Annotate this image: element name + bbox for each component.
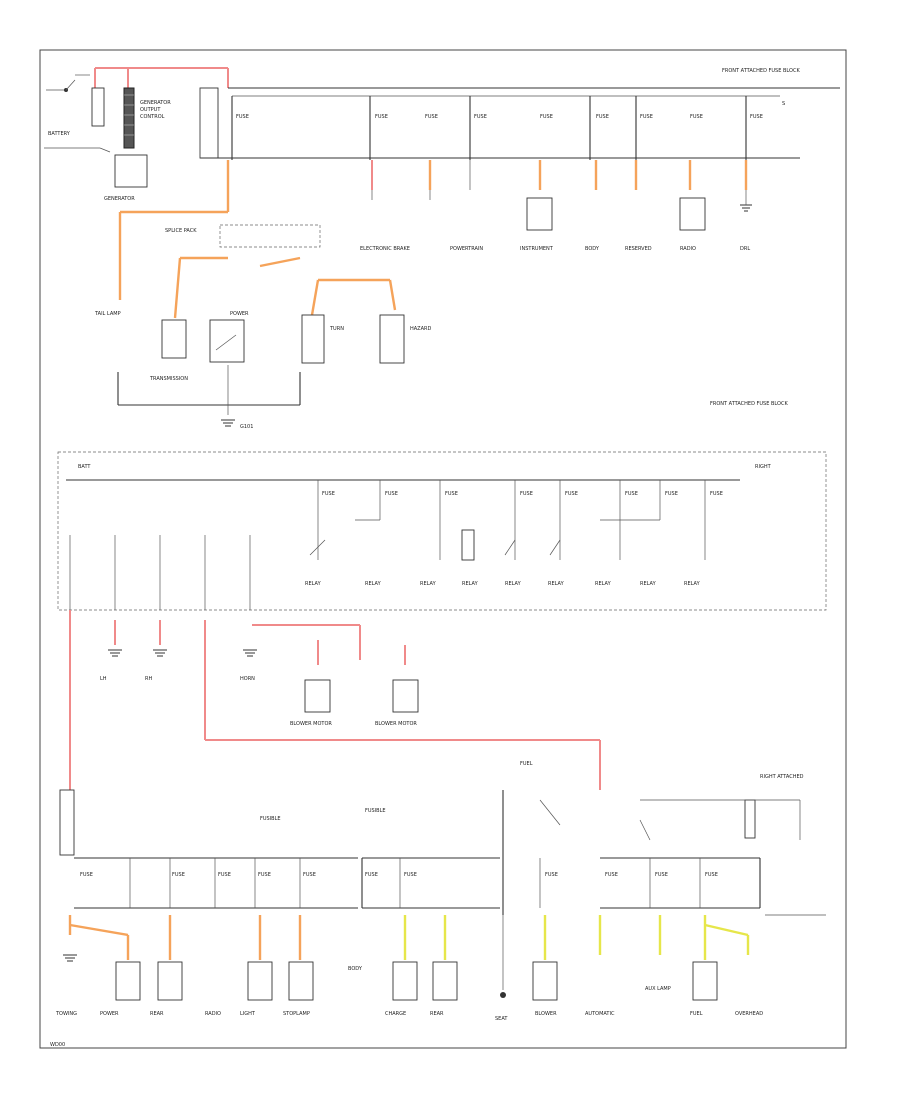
svg-text:HAZARD: HAZARD xyxy=(410,326,432,332)
svg-text:TURN: TURN xyxy=(329,326,344,332)
svg-text:FUSE: FUSE xyxy=(385,491,398,497)
footer-code: WD00 xyxy=(50,1042,65,1048)
svg-text:RADIO: RADIO xyxy=(680,246,696,252)
svg-text:FUSE: FUSE xyxy=(80,872,93,878)
svg-text:FUSE: FUSE xyxy=(172,872,185,878)
svg-text:CONTROL: CONTROL xyxy=(140,114,165,120)
upper-left-distribution: SPLICE PACK G101 TAIL LAMP TRANSMISSION … xyxy=(94,160,432,430)
svg-text:FUSE: FUSE xyxy=(258,872,271,878)
svg-text:FUSE: FUSE xyxy=(303,872,316,878)
diagram-border xyxy=(39,49,847,1049)
svg-text:BATT: BATT xyxy=(78,464,91,470)
svg-text:FUSE: FUSE xyxy=(322,491,335,497)
svg-text:FUSE: FUSE xyxy=(540,114,553,120)
svg-text:FUSE: FUSE xyxy=(375,114,388,120)
svg-text:OUTPUT: OUTPUT xyxy=(140,107,161,113)
svg-text:FUSE: FUSE xyxy=(710,491,723,497)
svg-text:FUSE: FUSE xyxy=(474,114,487,120)
bottom-branches: TOWING POWER REAR RADIO LIGHT STOPLAMP B… xyxy=(55,915,763,1022)
generator-section: GENERATOR OUTPUT CONTROL BATTERY GENERAT… xyxy=(44,67,229,202)
svg-text:FUSIBLE: FUSIBLE xyxy=(260,816,281,822)
svg-text:FUEL: FUEL xyxy=(520,761,533,767)
svg-text:FUSE: FUSE xyxy=(605,872,618,878)
fuse-block-top: FUSE FUSE FUSE FUSE FUSE FUSE FUSE FUSE … xyxy=(199,68,840,160)
svg-text:SEAT: SEAT xyxy=(495,1016,508,1022)
svg-text:FUSE: FUSE xyxy=(750,114,763,120)
svg-text:RH: RH xyxy=(145,676,152,682)
mid-fuse-block: BATT FUSE FUSE FUSE FUSE FUSE FUSE FUSE … xyxy=(57,451,827,611)
svg-text:DRL: DRL xyxy=(740,246,750,252)
svg-text:INSTRUMENT: INSTRUMENT xyxy=(520,246,554,252)
svg-text:FUSE: FUSE xyxy=(425,114,438,120)
svg-text:RELAY: RELAY xyxy=(420,581,437,587)
svg-text:RELAY: RELAY xyxy=(365,581,382,587)
right-attached-label: RIGHT ATTACHED xyxy=(760,774,804,780)
svg-text:FUSE: FUSE xyxy=(445,491,458,497)
svg-text:POWERTRAIN: POWERTRAIN xyxy=(450,246,483,252)
svg-text:BLOWER MOTOR: BLOWER MOTOR xyxy=(375,721,417,727)
svg-text:BODY: BODY xyxy=(348,966,363,972)
svg-text:RELAY: RELAY xyxy=(640,581,657,587)
svg-text:FUSE: FUSE xyxy=(690,114,703,120)
svg-text:FUSE: FUSE xyxy=(705,872,718,878)
svg-text:FUSE: FUSE xyxy=(236,114,249,120)
top-branches: ELECTRONIC BRAKE POWERTRAIN INSTRUMENT B… xyxy=(360,160,752,252)
svg-text:FUSE: FUSE xyxy=(640,114,653,120)
fuse-block-2-label: FRONT ATTACHED FUSE BLOCK xyxy=(710,401,788,407)
svg-text:FUSE: FUSE xyxy=(404,872,417,878)
svg-text:BLOWER MOTOR: BLOWER MOTOR xyxy=(290,721,332,727)
svg-text:BLOWER: BLOWER xyxy=(535,1011,557,1017)
svg-text:POWER: POWER xyxy=(230,311,249,317)
svg-text:ELECTRONIC BRAKE: ELECTRONIC BRAKE xyxy=(360,246,410,252)
svg-text:FUSE: FUSE xyxy=(655,872,668,878)
svg-text:FUSE: FUSE xyxy=(545,872,558,878)
svg-text:OVERHEAD: OVERHEAD xyxy=(735,1011,763,1017)
svg-text:RIGHT: RIGHT xyxy=(755,464,772,470)
svg-text:TRANSMISSION: TRANSMISSION xyxy=(149,376,188,382)
svg-text:GENERATOR: GENERATOR xyxy=(140,100,171,106)
svg-text:FUSE: FUSE xyxy=(218,872,231,878)
svg-text:TAIL LAMP: TAIL LAMP xyxy=(94,311,121,317)
mid-lower-wiring: BLOWER MOTOR BLOWER MOTOR LH RH HORN xyxy=(69,610,601,790)
svg-text:BODY: BODY xyxy=(585,246,600,252)
svg-text:BATTERY: BATTERY xyxy=(48,131,71,137)
svg-text:TOWING: TOWING xyxy=(55,1011,77,1017)
svg-text:REAR: REAR xyxy=(430,1011,444,1017)
svg-text:RELAY: RELAY xyxy=(505,581,522,587)
svg-text:AUX LAMP: AUX LAMP xyxy=(645,986,671,992)
svg-text:RADIO: RADIO xyxy=(205,1011,221,1017)
svg-text:RELAY: RELAY xyxy=(462,581,479,587)
svg-text:FUSE: FUSE xyxy=(520,491,533,497)
svg-text:S: S xyxy=(782,101,785,107)
svg-text:FUEL: FUEL xyxy=(690,1011,703,1017)
generator-label: GENERATOR xyxy=(104,196,135,202)
svg-text:RELAY: RELAY xyxy=(595,581,612,587)
svg-text:FUSE: FUSE xyxy=(665,491,678,497)
svg-text:CHARGE: CHARGE xyxy=(385,1011,406,1017)
svg-text:LH: LH xyxy=(100,676,107,682)
svg-text:SPLICE PACK: SPLICE PACK xyxy=(165,228,197,234)
svg-text:STOPLAMP: STOPLAMP xyxy=(283,1011,310,1017)
svg-text:HORN: HORN xyxy=(240,676,255,682)
bottom-fuse-block: FUSE FUSE FUSE FUSE FUSE FUSE FUSE FUSE … xyxy=(59,761,826,916)
svg-text:POWER: POWER xyxy=(100,1011,119,1017)
svg-text:FUSIBLE: FUSIBLE xyxy=(365,808,386,814)
svg-text:FUSE: FUSE xyxy=(625,491,638,497)
svg-text:RELAY: RELAY xyxy=(684,581,701,587)
svg-text:RESERVED: RESERVED xyxy=(625,246,652,252)
svg-text:AUTOMATIC: AUTOMATIC xyxy=(585,1011,615,1017)
svg-text:FUSE: FUSE xyxy=(365,872,378,878)
svg-text:RELAY: RELAY xyxy=(548,581,565,587)
svg-text:REAR: REAR xyxy=(150,1011,164,1017)
fuse-block-1-label: FRONT ATTACHED FUSE BLOCK xyxy=(722,68,800,74)
svg-text:RELAY: RELAY xyxy=(305,581,322,587)
svg-text:LIGHT: LIGHT xyxy=(240,1011,256,1017)
svg-text:FUSE: FUSE xyxy=(596,114,609,120)
svg-text:FUSE: FUSE xyxy=(565,491,578,497)
ground-label: G101 xyxy=(240,424,253,430)
